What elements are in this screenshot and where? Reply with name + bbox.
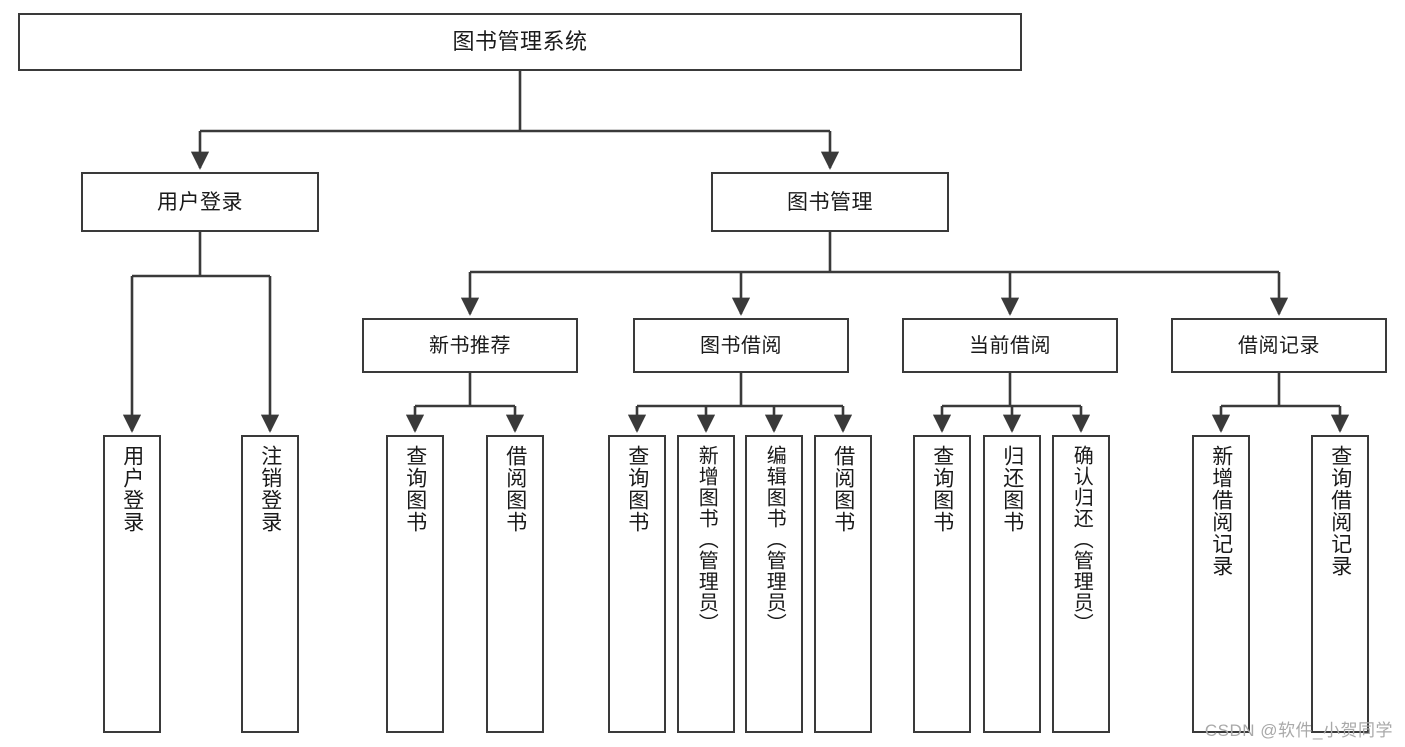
node-leaf-borrow-book-2[interactable]: 借阅图书 — [814, 435, 872, 733]
node-leaf-query-book-3[interactable]: 查询图书 — [913, 435, 971, 733]
node-leaf-add-book-admin-label: 新增图书（管理员） — [695, 445, 718, 634]
node-leaf-borrow-book-1-label: 借阅图书 — [503, 445, 527, 533]
node-leaf-query-book-2-label: 查询图书 — [625, 445, 649, 533]
node-book-borrow[interactable]: 图书借阅 — [633, 318, 849, 373]
node-leaf-borrow-book-2-label: 借阅图书 — [831, 445, 855, 533]
node-leaf-user-login-label: 用户登录 — [120, 445, 144, 533]
node-leaf-user-logout-label: 注销登录 — [258, 445, 282, 533]
node-new-book-recommend[interactable]: 新书推荐 — [362, 318, 578, 373]
node-leaf-edit-book-admin[interactable]: 编辑图书（管理员） — [745, 435, 803, 733]
node-current-borrow[interactable]: 当前借阅 — [902, 318, 1118, 373]
node-leaf-query-book-2[interactable]: 查询图书 — [608, 435, 666, 733]
node-root[interactable]: 图书管理系统 — [18, 13, 1022, 71]
node-book-borrow-label: 图书借阅 — [700, 334, 782, 357]
node-leaf-user-logout[interactable]: 注销登录 — [241, 435, 299, 733]
node-leaf-edit-book-admin-label: 编辑图书（管理员） — [763, 445, 786, 634]
node-book-manage-label: 图书管理 — [787, 190, 873, 214]
node-leaf-return-book-label: 归还图书 — [1000, 445, 1024, 533]
node-leaf-return-book[interactable]: 归还图书 — [983, 435, 1041, 733]
node-leaf-add-book-admin[interactable]: 新增图书（管理员） — [677, 435, 735, 733]
node-current-borrow-label: 当前借阅 — [969, 334, 1051, 357]
node-leaf-query-book-1[interactable]: 查询图书 — [386, 435, 444, 733]
node-leaf-confirm-return-label: 确认归还（管理员） — [1070, 445, 1093, 634]
node-new-book-recommend-label: 新书推荐 — [429, 334, 511, 357]
node-user-login[interactable]: 用户登录 — [81, 172, 319, 232]
node-leaf-query-book-1-label: 查询图书 — [403, 445, 427, 533]
node-borrow-record-label: 借阅记录 — [1238, 334, 1320, 357]
watermark: CSDN @软件_小贺同学 — [1204, 721, 1393, 740]
node-borrow-record[interactable]: 借阅记录 — [1171, 318, 1387, 373]
node-leaf-add-borrow-record-label: 新增借阅记录 — [1209, 445, 1233, 577]
node-leaf-query-book-3-label: 查询图书 — [930, 445, 954, 533]
node-leaf-confirm-return[interactable]: 确认归还（管理员） — [1052, 435, 1110, 733]
node-leaf-add-borrow-record[interactable]: 新增借阅记录 — [1192, 435, 1250, 733]
node-leaf-borrow-book-1[interactable]: 借阅图书 — [486, 435, 544, 733]
node-root-label: 图书管理系统 — [452, 29, 588, 54]
node-leaf-user-login[interactable]: 用户登录 — [103, 435, 161, 733]
node-leaf-query-borrow-record[interactable]: 查询借阅记录 — [1311, 435, 1369, 733]
node-user-login-label: 用户登录 — [157, 190, 243, 214]
node-leaf-query-borrow-record-label: 查询借阅记录 — [1328, 445, 1352, 577]
node-book-manage[interactable]: 图书管理 — [711, 172, 949, 232]
